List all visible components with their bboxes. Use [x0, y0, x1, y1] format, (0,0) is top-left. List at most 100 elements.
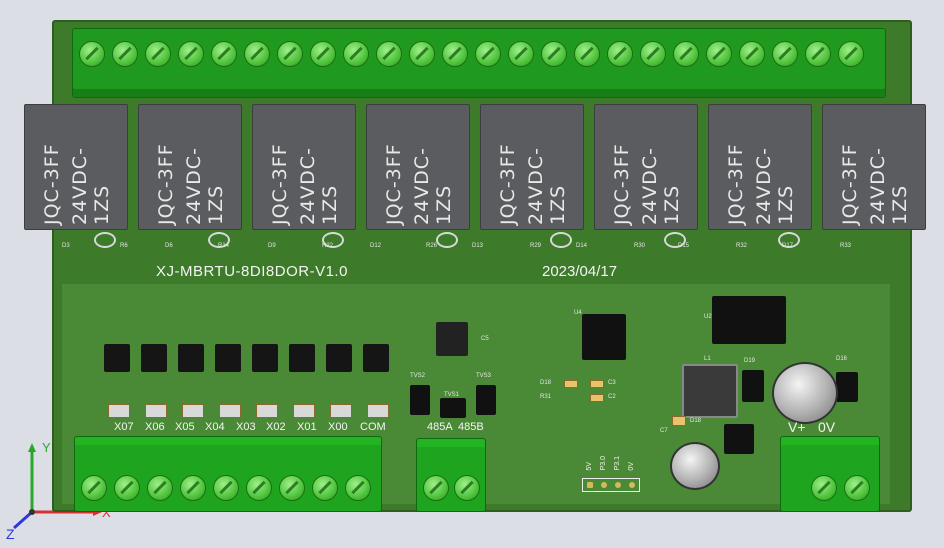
component-label: R30: [634, 243, 646, 249]
screw-terminal[interactable]: [739, 41, 765, 67]
screw-terminal[interactable]: [805, 41, 831, 67]
relay-label-model: JQC-3FF: [155, 143, 177, 225]
header-pin[interactable]: [615, 482, 621, 488]
component-label: TVS2: [410, 373, 426, 379]
axis-z-label: Z: [6, 526, 15, 542]
screw-terminal[interactable]: [454, 475, 480, 501]
component-label: C5: [481, 336, 489, 342]
header-label-5v: 5V: [586, 462, 593, 471]
input-terminal-block: [74, 436, 382, 512]
regulator-chip: [724, 424, 754, 454]
screw-terminal[interactable]: [475, 41, 501, 67]
smd-resistor: [108, 404, 130, 418]
screw-terminal[interactable]: [277, 41, 303, 67]
screw-terminal[interactable]: [211, 41, 237, 67]
screw-terminal[interactable]: [772, 41, 798, 67]
power-label-vplus: V+: [788, 419, 806, 435]
screw-terminal[interactable]: [180, 475, 206, 501]
electrolytic-capacitor: [670, 442, 720, 490]
programming-header[interactable]: [582, 478, 640, 492]
component-label: C7: [660, 428, 668, 434]
screw-terminal[interactable]: [246, 475, 272, 501]
tvs-diode: [476, 385, 496, 415]
component-label: D18: [540, 380, 552, 386]
header-pin[interactable]: [601, 482, 607, 488]
screw-terminal[interactable]: [844, 475, 870, 501]
component-label: TVS1: [444, 392, 460, 398]
screw-terminal[interactable]: [673, 41, 699, 67]
screw-terminal[interactable]: [213, 475, 239, 501]
relay-label-rating: 24VDC-1ZS: [411, 147, 455, 225]
component-label: R6: [120, 243, 128, 249]
screw-terminal[interactable]: [345, 475, 371, 501]
input-label-com: COM: [360, 421, 386, 433]
component-label: R29: [530, 243, 542, 249]
optocoupler: [215, 344, 241, 372]
screw-terminal[interactable]: [343, 41, 369, 67]
rs485-label-b: 485B: [458, 421, 484, 433]
screw-terminal[interactable]: [838, 41, 864, 67]
component-label: R31: [540, 394, 552, 400]
screw-terminal[interactable]: [114, 475, 140, 501]
relay-label-model: JQC-3FF: [839, 143, 861, 225]
screw-terminal[interactable]: [541, 41, 567, 67]
component-label: R22: [322, 243, 334, 249]
relay-label-model: JQC-3FF: [497, 143, 519, 225]
screw-terminal[interactable]: [244, 41, 270, 67]
smd-resistor: [219, 404, 241, 418]
input-label-x07: X07: [114, 421, 134, 433]
screw-terminal[interactable]: [145, 41, 171, 67]
optocoupler: [289, 344, 315, 372]
smd-resistor: [367, 404, 389, 418]
smd-capacitor: [590, 380, 604, 388]
optocoupler: [326, 344, 352, 372]
screw-terminal[interactable]: [508, 41, 534, 67]
screw-terminal[interactable]: [811, 475, 837, 501]
component-label: R14: [218, 243, 230, 249]
relay-label-model: JQC-3FF: [725, 143, 747, 225]
optocoupler: [363, 344, 389, 372]
screw-terminal[interactable]: [112, 41, 138, 67]
component-label: R33: [840, 243, 852, 249]
component-label: R32: [736, 243, 748, 249]
component-label: D12: [370, 243, 382, 249]
screw-terminal[interactable]: [706, 41, 732, 67]
screw-terminal[interactable]: [147, 475, 173, 501]
optocoupler: [141, 344, 167, 372]
screw-terminal[interactable]: [607, 41, 633, 67]
screw-terminal[interactable]: [279, 475, 305, 501]
screw-terminal[interactable]: [376, 41, 402, 67]
screw-terminal[interactable]: [81, 475, 107, 501]
axis-gizmo: [13, 443, 102, 530]
transistor-ring: [778, 232, 800, 248]
component-label: U2: [704, 314, 712, 320]
transistor-ring: [322, 232, 344, 248]
relay-label-model: JQC-3FF: [383, 143, 405, 225]
top-terminal-block: [72, 28, 886, 98]
component-label: U4: [574, 310, 582, 316]
relay-label-rating: 24VDC-1ZS: [867, 147, 911, 225]
header-label-0v: 0V: [628, 462, 635, 471]
component-label: D19: [744, 358, 756, 364]
input-label-x06: X06: [145, 421, 165, 433]
protection-diode: [836, 372, 858, 402]
screw-terminal[interactable]: [312, 475, 338, 501]
header-pin[interactable]: [629, 482, 635, 488]
screw-terminal[interactable]: [178, 41, 204, 67]
screw-terminal[interactable]: [310, 41, 336, 67]
rs485-transceiver-chip: [436, 322, 468, 356]
optocoupler: [252, 344, 278, 372]
smd-capacitor: [590, 394, 604, 402]
smd-resistor: [293, 404, 315, 418]
header-pin[interactable]: [587, 482, 593, 488]
screw-terminal[interactable]: [409, 41, 435, 67]
tvs-diode: [410, 385, 430, 415]
component-label: D6: [165, 243, 173, 249]
screw-terminal[interactable]: [640, 41, 666, 67]
input-label-x00: X00: [328, 421, 348, 433]
screw-terminal[interactable]: [574, 41, 600, 67]
screw-terminal[interactable]: [442, 41, 468, 67]
screw-terminal[interactable]: [79, 41, 105, 67]
screw-terminal[interactable]: [423, 475, 449, 501]
